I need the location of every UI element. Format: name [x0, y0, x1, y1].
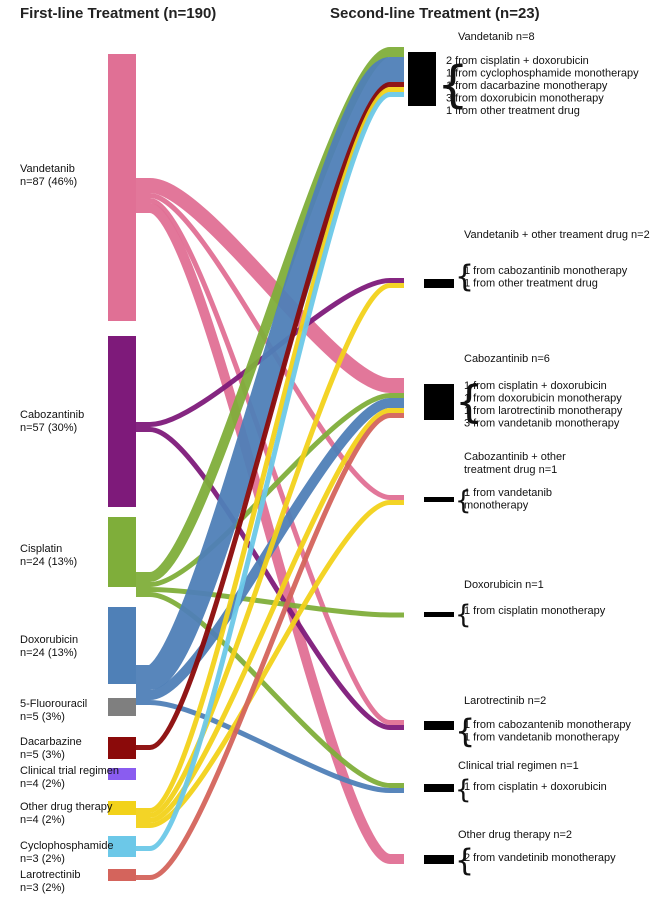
- second-line-detail-s_vand: 2 from cisplatin + doxorubicin: [446, 55, 589, 67]
- second-line-header: Second-line Treatment (n=23): [330, 5, 540, 22]
- first-line-label-cyclophosphamide: Cyclophosphamide: [20, 840, 114, 852]
- second-line-brace-s_clin: {: [455, 775, 472, 805]
- flow-vandetanib-to-s_cabo: [136, 178, 404, 393]
- flow-dacarbazine-to-s_vand: [136, 82, 404, 750]
- second-line-detail-s_cabo_other: 1 from vandetanib: [464, 487, 552, 499]
- first-line-count-other: n=4 (2%): [20, 814, 65, 826]
- second-line-node-s_laro: [424, 721, 454, 730]
- first-line-label-dacarbazine: Dacarbazine: [20, 736, 82, 748]
- first-line-label-cisplatin: Cisplatin: [20, 543, 62, 555]
- second-line-detail-s_cabo: 3 from vandetanib monotherapy: [464, 418, 620, 430]
- first-line-count-clinical: n=4 (2%): [20, 778, 65, 790]
- first-line-node-dacarbazine: [108, 737, 136, 759]
- first-line-label-other: Other drug therapy: [20, 801, 113, 813]
- second-line-detail-s_cabo: 1 from doxorubicin monotherapy: [464, 393, 622, 405]
- second-line-brace-s_other: {: [455, 844, 474, 879]
- first-line-count-cisplatin: n=24 (13%): [20, 556, 77, 568]
- second-line-brace-s_vand_other: {: [455, 260, 474, 295]
- flow-cyclophosphamide-to-s_vand: [136, 92, 404, 851]
- first-line-node-other: [108, 801, 136, 815]
- second-line-title-s_doxo: Doxorubicin n=1: [464, 579, 544, 591]
- second-line-title-s_other: Other drug therapy n=2: [458, 829, 572, 841]
- second-line-brace-s_vand: {: [437, 56, 469, 114]
- first-line-node-larotrectinib: [108, 869, 136, 881]
- second-line-detail-s_laro: 1 from vandetanib monotherapy: [464, 732, 620, 744]
- second-line-title-s_vand_other: Vandetanib + other treament drug n=2: [464, 229, 650, 241]
- flow-doxorubicin-to-s_clin: [136, 700, 404, 793]
- flow-other-to-s_cabo: [136, 408, 404, 823]
- second-line-detail-s_vand_other: 1 from cabozantinib monotherapy: [464, 265, 628, 277]
- first-line-count-larotrectinib: n=3 (2%): [20, 882, 65, 894]
- second-line-detail-s_doxo: 1 from cisplatin monotherapy: [464, 605, 606, 617]
- second-line-node-s_vand_other: [424, 279, 454, 288]
- second-line-detail-s_vand: 3 from doxorubicin monotherapy: [446, 93, 604, 105]
- first-line-count-vandetanib: n=87 (46%): [20, 176, 77, 188]
- flow-doxorubicin-to-s_vand: [136, 57, 404, 690]
- second-line-detail-s_cabo: 1 from cisplatin + doxorubicin: [464, 380, 607, 392]
- first-line-node-cyclophosphamide: [108, 836, 136, 857]
- first-line-label-larotrectinib: Larotrectinib: [20, 869, 81, 881]
- second-line-detail-s_cabo_other: monotherapy: [464, 500, 529, 512]
- first-line-label-cabozantinib: Cabozantinib: [20, 409, 84, 421]
- second-line-detail-s_vand: 1 from cyclophosphamide monotherapy: [446, 68, 639, 80]
- flow-cisplatin-to-s_doxo: [136, 587, 404, 618]
- second-line-node-s_cabo: [424, 384, 454, 420]
- second-line-detail-s_vand_other: 1 from other treatment drug: [464, 278, 598, 290]
- first-line-count-cyclophosphamide: n=3 (2%): [20, 853, 65, 865]
- flow-other-to-s_vand: [136, 87, 404, 813]
- flow-other-to-s_cabo_other: [136, 500, 404, 828]
- second-line-title-s_cabo_other: treatment drug n=1: [464, 464, 557, 476]
- flow-cabozantinib-to-s_laro: [136, 427, 404, 730]
- second-line-detail-s_cabo: 1 from larotrectinib monotherapy: [464, 405, 623, 417]
- flow-cisplatin-to-s_clin: [136, 592, 404, 788]
- first-line-count-fluorouracil: n=5 (3%): [20, 711, 65, 723]
- second-line-title-s_vand: Vandetanib n=8: [458, 31, 535, 43]
- first-line-header: First-line Treatment (n=190): [20, 5, 216, 22]
- flow-larotrectinib-to-s_cabo: [136, 413, 404, 880]
- first-line-node-cabozantinib: [108, 336, 136, 507]
- second-line-title-s_laro: Larotrectinib n=2: [464, 695, 546, 707]
- second-line-detail-s_laro: 1 from cabozantenib monotherapy: [464, 719, 631, 731]
- second-line-node-s_other: [424, 855, 454, 864]
- second-line-detail-s_vand: 1 from other treatment drug: [446, 105, 580, 117]
- first-line-node-doxorubicin: [108, 607, 136, 684]
- first-line-label-doxorubicin: Doxorubicin: [20, 634, 78, 646]
- first-line-count-cabozantinib: n=57 (30%): [20, 422, 77, 434]
- first-line-count-doxorubicin: n=24 (13%): [20, 647, 77, 659]
- first-line-node-cisplatin: [108, 517, 136, 587]
- second-line-brace-s_cabo_other: {: [455, 486, 472, 516]
- first-line-label-fluorouracil: 5-Fluorouracil: [20, 698, 87, 710]
- second-line-nodes: Vandetanib n=8 {2 from cisplatin + doxoru…: [408, 31, 650, 879]
- flow-vandetanib-to-s_other: [136, 203, 404, 864]
- second-line-brace-s_cabo: {: [455, 376, 483, 427]
- second-line-node-s_doxo: [424, 612, 454, 617]
- flow-other-to-s_vand_other: [136, 283, 404, 818]
- first-line-count-dacarbazine: n=5 (3%): [20, 749, 65, 761]
- second-line-detail-s_clin: 1 from cisplatin + doxorubicin: [464, 781, 607, 793]
- first-line-node-vandetanib: [108, 54, 136, 321]
- flows-layer: [136, 47, 404, 880]
- second-line-detail-s_other: 2 from vandetinib monotherapy: [464, 852, 616, 864]
- second-line-brace-s_laro: {: [455, 712, 475, 750]
- flow-cisplatin-to-s_cabo: [136, 393, 404, 587]
- second-line-title-s_clin: Clinical trial regimen n=1: [458, 760, 579, 772]
- first-line-node-fluorouracil: [108, 698, 136, 716]
- second-line-node-s_clin: [424, 784, 454, 792]
- second-line-node-s_cabo_other: [424, 497, 454, 502]
- second-line-title-s_cabo_other: Cabozantinib + other: [464, 451, 566, 463]
- first-line-label-vandetanib: Vandetanib: [20, 163, 75, 175]
- first-line-label-clinical: Clinical trial regimen: [20, 765, 119, 777]
- second-line-node-s_vand: [408, 52, 436, 106]
- second-line-detail-s_vand: 1 from dacarbazine monotherapy: [446, 80, 608, 92]
- second-line-title-s_cabo: Cabozantinib n=6: [464, 353, 550, 365]
- second-line-brace-s_doxo: {: [455, 600, 472, 630]
- first-line-node-clinical: [108, 768, 136, 780]
